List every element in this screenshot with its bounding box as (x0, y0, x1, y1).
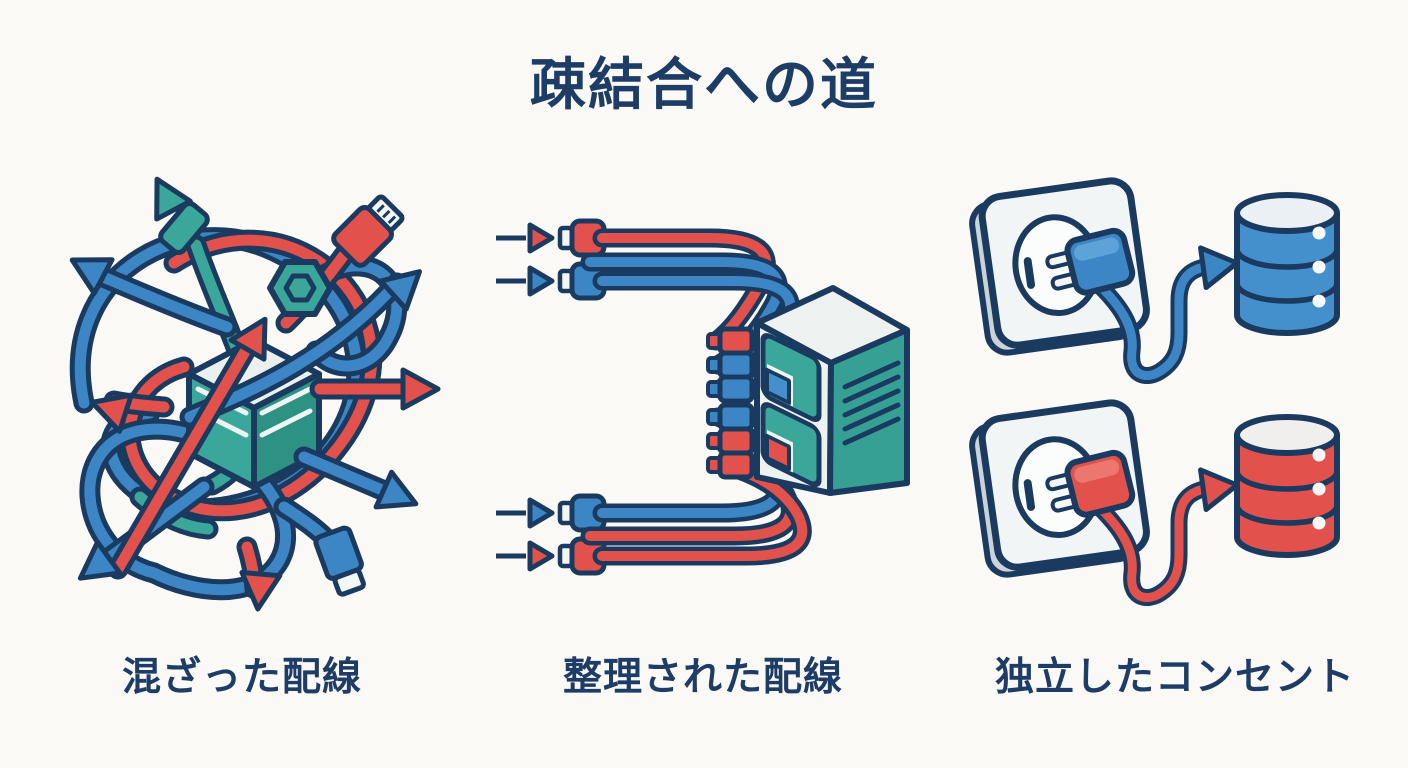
arrow-icon (1201, 243, 1240, 287)
server-led-blue (765, 367, 791, 405)
cable-connector-icon (158, 200, 210, 256)
input-arrows (496, 225, 552, 569)
usb-connector-icon (331, 194, 405, 268)
database-icon (1234, 192, 1340, 336)
input-arrow-icon (530, 543, 552, 569)
hex-nut-icon (267, 259, 333, 317)
input-arrow-icon (530, 268, 552, 294)
tangled-cable-ball-icon (63, 170, 438, 610)
page-title: 疎結合への道 (530, 53, 878, 116)
server-port-icon (706, 350, 755, 380)
cable-connector-icon (557, 536, 607, 576)
usb-connector-icon (313, 525, 366, 597)
server-port-icon (706, 374, 755, 404)
outlet-row-blue (969, 177, 1340, 384)
server-icon (706, 285, 910, 496)
outlets-to-databases-illustration (969, 177, 1340, 606)
caption-organized-wiring: 整理された配線 (562, 656, 843, 699)
server-vent-lines (842, 360, 901, 446)
server-port-icon (706, 326, 755, 356)
tangled-cables-illustration (22, 155, 462, 623)
database-icon (1234, 414, 1340, 558)
server-port-icon (706, 450, 755, 480)
plug-icon (1045, 227, 1136, 296)
server-port-icon (706, 402, 755, 432)
plug-icon (1045, 449, 1136, 518)
server-ports (706, 326, 755, 480)
server-led-red (765, 433, 791, 471)
outlet-row-red (969, 399, 1340, 606)
server-front-panels (760, 333, 822, 487)
input-arrow-icon (530, 500, 552, 526)
server-port-icon (706, 426, 755, 456)
input-arrow-icon (530, 225, 552, 251)
arrow-icon (403, 370, 438, 408)
organized-cables-illustration (496, 218, 910, 576)
caption-tangled-wiring: 混ざった配線 (121, 656, 362, 699)
arrow-icon (1201, 465, 1240, 509)
caption-independent-outlets: 独立したコンセント (994, 656, 1355, 699)
